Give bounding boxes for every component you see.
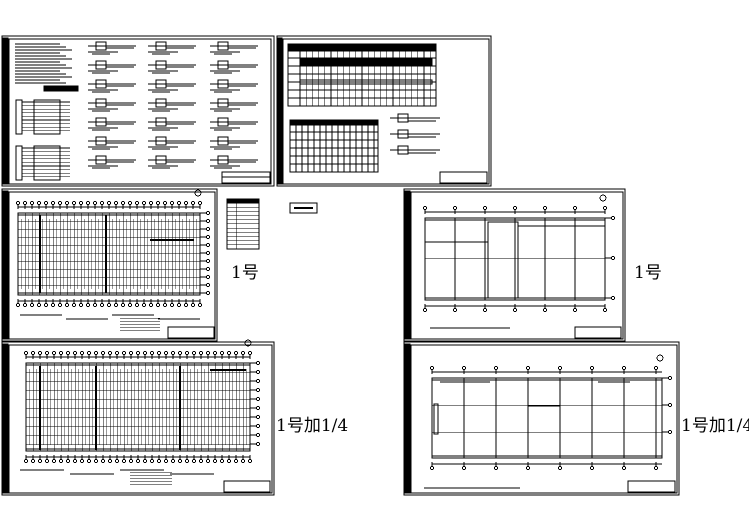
sheet-4-floor-plan [403,188,626,342]
sheet-3-floor-plan [1,188,218,342]
sheet-label-3: 1号加1/4 [276,416,349,436]
sheet-6-floor-plan [403,341,680,496]
sheet-2-distribution-table [276,35,492,187]
sheet-label-1: 1号 [231,263,259,283]
sheet-5-floor-plan [1,339,275,496]
sheet-1-system-diagram [1,35,275,187]
legend-table [226,198,318,250]
sheet-label-2: 1号 [634,263,662,283]
sheet-label-4: 1号加1/4 [681,416,749,436]
